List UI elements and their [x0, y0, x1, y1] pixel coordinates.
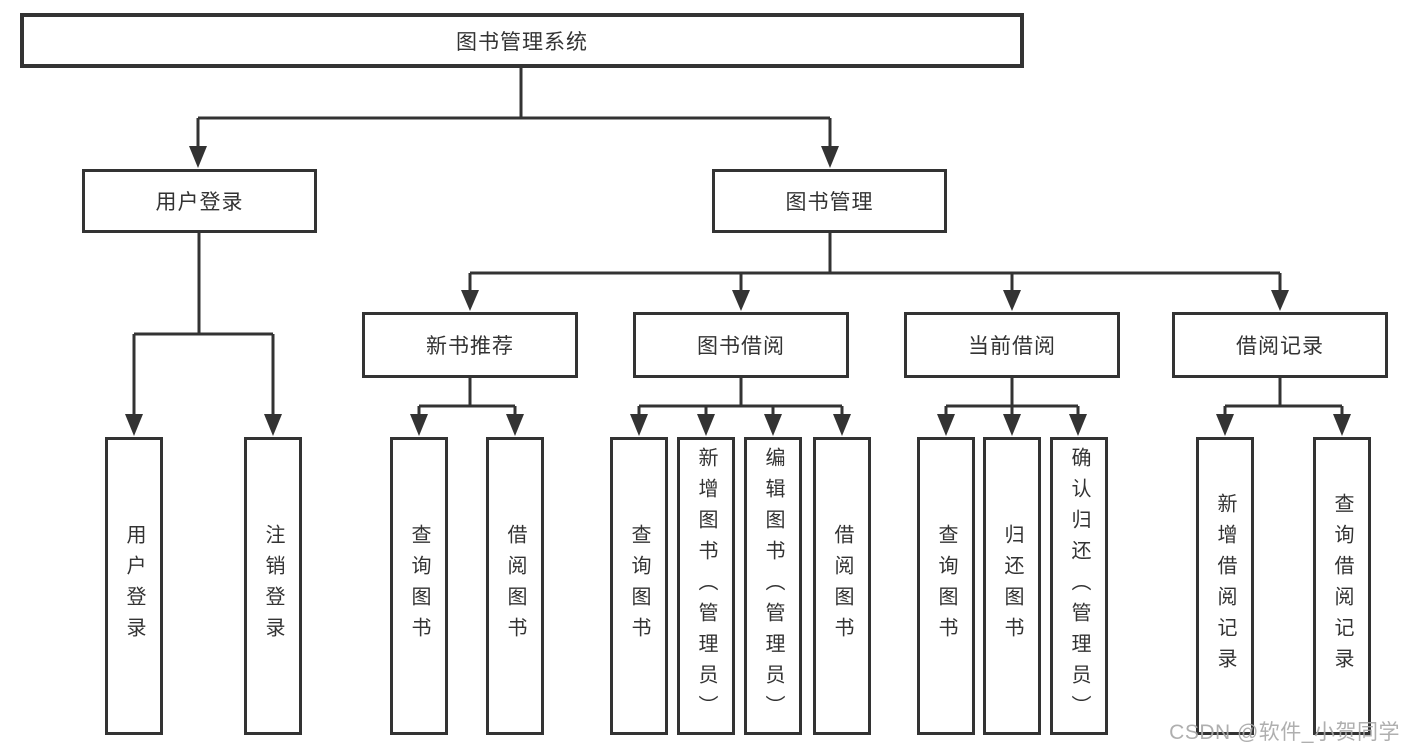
leaf-confirm-return-admin: 确认归还（管理员）: [1050, 437, 1108, 735]
leaf-return-book: 归还图书: [983, 437, 1041, 735]
node-label: 注销登录: [262, 524, 284, 648]
node-label: 借阅图书: [504, 524, 526, 648]
node-label: 图书借阅: [697, 335, 785, 358]
leaf-borrow-books: 借阅图书: [486, 437, 544, 735]
node-label: 确认归还（管理员）: [1068, 446, 1090, 726]
leaf-query-books: 查询图书: [390, 437, 448, 735]
node-current-borrow: 当前借阅: [904, 312, 1120, 378]
leaf-borrow-books-2: 借阅图书: [813, 437, 871, 735]
node-label: 借阅记录: [1236, 335, 1324, 358]
node-label: 图书管理系统: [456, 30, 588, 54]
node-label: 编辑图书（管理员）: [762, 446, 784, 726]
node-label: 新书推荐: [426, 335, 514, 358]
node-label: 新增图书（管理员）: [695, 446, 717, 726]
csdn-watermark: CSDN @软件_小贺同学: [1169, 721, 1400, 744]
node-new-book-recommend: 新书推荐: [362, 312, 578, 378]
node-label: 图书管理: [785, 191, 874, 214]
node-library-management-system: 图书管理系统: [20, 13, 1024, 68]
leaf-query-borrow-record: 查询借阅记录: [1313, 437, 1371, 735]
leaf-add-book-admin: 新增图书（管理员）: [677, 437, 735, 735]
leaf-user-login: 用户登录: [105, 437, 163, 735]
node-label: 用户登录: [123, 524, 145, 648]
node-label: 新增借阅记录: [1214, 493, 1236, 679]
leaf-query-books-2: 查询图书: [610, 437, 668, 735]
node-label: 查询图书: [628, 524, 650, 648]
node-label: 用户登录: [155, 191, 244, 214]
leaf-add-borrow-record: 新增借阅记录: [1196, 437, 1254, 735]
node-label: 借阅图书: [831, 524, 853, 648]
leaf-query-books-3: 查询图书: [917, 437, 975, 735]
node-book-borrow: 图书借阅: [633, 312, 849, 378]
node-label: 查询图书: [935, 524, 957, 648]
leaf-edit-book-admin: 编辑图书（管理员）: [744, 437, 802, 735]
node-label: 当前借阅: [968, 335, 1056, 358]
node-borrow-records: 借阅记录: [1172, 312, 1388, 378]
arrowhead-icons: [125, 146, 1351, 436]
node-book-management: 图书管理: [712, 169, 947, 233]
node-label: 查询借阅记录: [1331, 493, 1353, 679]
leaf-logout: 注销登录: [244, 437, 302, 735]
node-label: 查询图书: [408, 524, 430, 648]
node-user-login: 用户登录: [82, 169, 317, 233]
node-label: 归还图书: [1001, 524, 1023, 648]
